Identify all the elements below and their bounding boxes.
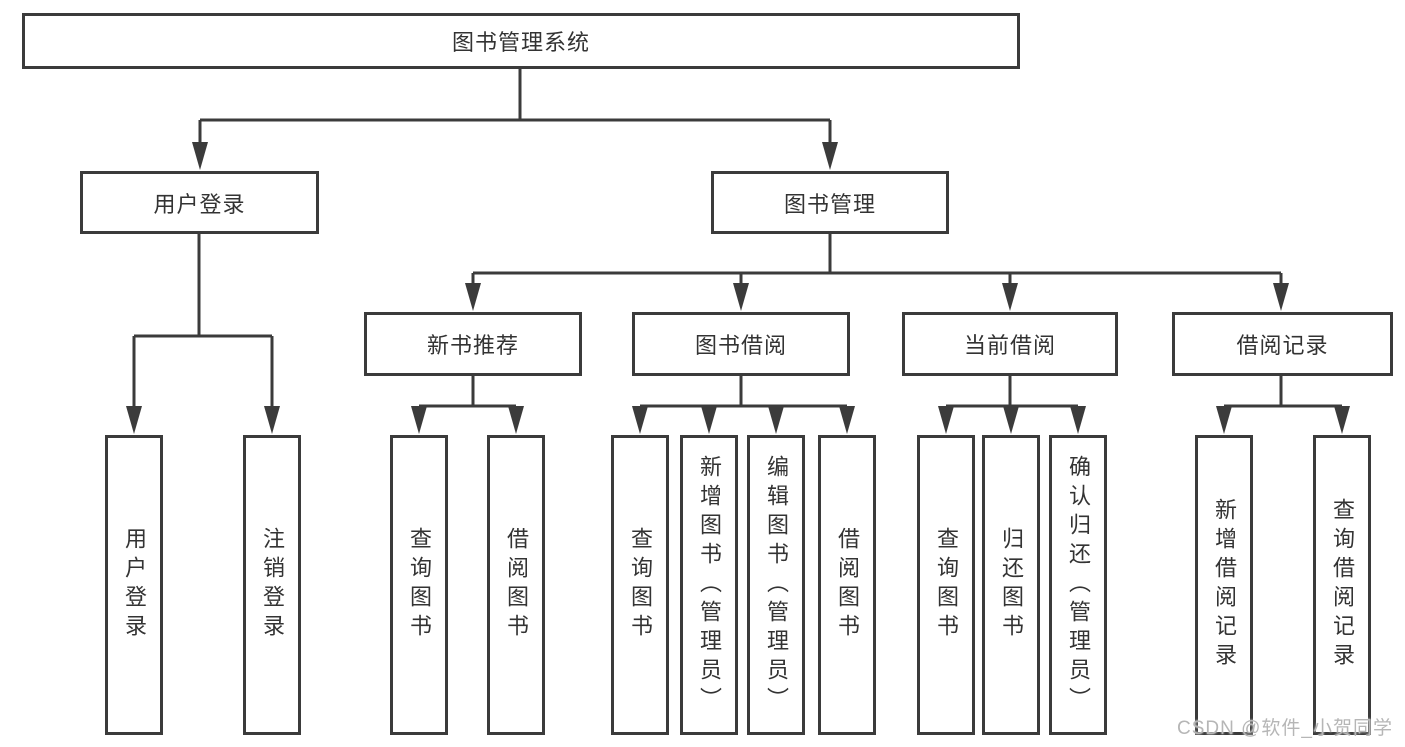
connector-current-borrowing-to-children [938,376,1086,434]
node-user-login: 用户登录 [80,171,319,234]
arrowhead [1070,406,1086,434]
node-br-add-borrow-record: 新增借阅记录 [1195,435,1253,735]
node-cb-query-books: 查询图书 [917,435,975,735]
connector-line [638,376,849,420]
arrowhead [1216,406,1232,434]
arrowhead [701,406,717,434]
arrowhead [1003,406,1019,434]
node-new-book-recommendation: 新书推荐 [364,312,582,376]
node-book-management: 图书管理 [711,171,949,234]
node-borrowing-records: 借阅记录 [1172,312,1393,376]
connector-line [471,234,1283,295]
connector-book-management-to-level3 [465,234,1289,311]
connector-root-to-level2 [192,68,838,170]
node-root: 图书管理系统 [22,13,1020,69]
arrowhead [126,406,142,434]
arrowhead [1002,283,1018,311]
watermark: CSDN @软件_小贺同学 [1177,718,1393,739]
arrowhead [839,406,855,434]
node-cb-confirm-return-admin: 确认归还（管理员） [1049,435,1107,735]
arrowhead [938,406,954,434]
node-bb-query-books: 查询图书 [611,435,669,735]
node-current-borrowing: 当前借阅 [902,312,1118,376]
connector-line [132,234,274,418]
arrowhead [192,142,208,170]
arrowhead [508,406,524,434]
arrowhead [411,406,427,434]
arrowhead [822,142,838,170]
connector-line [1222,376,1344,420]
arrowhead [1334,406,1350,434]
node-cb-return-books: 归还图书 [982,435,1040,735]
node-user-login-leaf: 用户登录 [105,435,163,735]
connector-borrowing-records-to-children [1216,376,1350,434]
node-br-query-borrow-record: 查询借阅记录 [1313,435,1371,735]
connector-line [417,376,518,420]
connector-book-borrowing-to-children [632,376,855,434]
arrowhead [1273,283,1289,311]
arrowhead [264,406,280,434]
connector-new-book-recommendation-to-children [411,376,524,434]
node-bb-borrow-books: 借阅图书 [818,435,876,735]
arrowhead [733,283,749,311]
connector-user-login-to-children [126,234,280,434]
node-book-borrowing: 图书借阅 [632,312,850,376]
node-bb-add-books-admin: 新增图书（管理员） [680,435,738,735]
node-logout-leaf: 注销登录 [243,435,301,735]
arrowhead [465,283,481,311]
arrowhead [768,406,784,434]
node-nb-borrow-books: 借阅图书 [487,435,545,735]
node-bb-edit-books-admin: 编辑图书（管理员） [747,435,805,735]
arrowhead [632,406,648,434]
node-nb-query-books: 查询图书 [390,435,448,735]
connector-line [198,68,832,152]
